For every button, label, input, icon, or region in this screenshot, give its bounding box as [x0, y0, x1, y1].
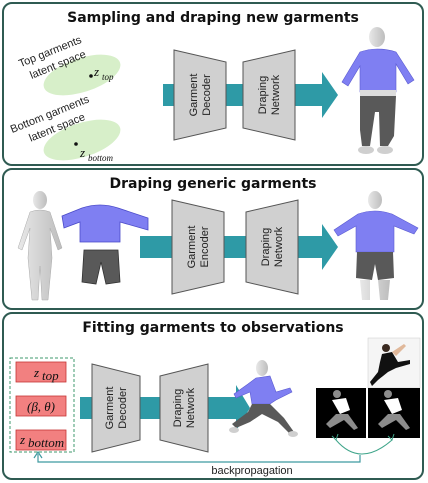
z-bottom-sub: bottom	[88, 153, 114, 163]
backprop-arrowhead	[33, 450, 43, 459]
comparison-arc	[335, 439, 393, 455]
block-label: Network	[185, 387, 197, 428]
latent-top-point	[89, 74, 93, 78]
garment-shorts	[81, 249, 121, 285]
decoder-trapezoid	[91, 363, 141, 453]
z-top-sub: top	[102, 72, 114, 82]
block-label: Garment	[104, 387, 116, 430]
backprop-arrow	[37, 454, 361, 463]
block-label: Draping	[172, 389, 184, 428]
pose-shape-var: (β, θ)	[27, 399, 55, 414]
block-label: Network	[270, 74, 282, 115]
latent-bottom-blob	[43, 119, 121, 161]
silhouette-mask-right	[368, 388, 420, 438]
latent-params-box	[9, 357, 75, 453]
z-top-box	[15, 361, 67, 383]
decoder-trapezoid	[173, 49, 227, 141]
pose-shape-box	[15, 395, 67, 417]
body-mesh	[17, 191, 63, 301]
block-label: Garment	[188, 74, 200, 117]
arc-arrowhead	[331, 433, 339, 441]
z-top-var: z	[33, 365, 39, 380]
z-bottom-var: z	[79, 145, 85, 160]
panel-title: Fitting garments to observations	[82, 320, 344, 336]
encoder-trapezoid	[171, 199, 225, 295]
panel-title: Sampling and draping new garments	[67, 10, 359, 26]
block-label: Garment	[186, 226, 198, 269]
flow-arrow	[140, 224, 338, 270]
backprop-label: backpropagation	[211, 465, 292, 477]
latent-top-blob	[43, 54, 121, 96]
block-label: Decoder	[201, 74, 213, 116]
draping-trapezoid	[242, 49, 296, 141]
fitted-avatar	[229, 360, 298, 437]
z-top-sub: top	[42, 368, 59, 383]
block-label: Network	[273, 226, 285, 267]
arc-arrowhead	[387, 433, 395, 441]
block-label: Decoder	[117, 387, 129, 429]
draped-avatar	[333, 191, 419, 300]
z-bottom-box	[15, 429, 67, 451]
panel-draping-generic: Draping generic garments	[2, 168, 424, 310]
draping-trapezoid	[245, 199, 299, 295]
observation-photo	[367, 337, 421, 389]
z-top-var: z	[93, 64, 99, 79]
z-bottom-sub: bottom	[28, 435, 64, 450]
z-bottom-var: z	[19, 432, 25, 447]
silhouette-mask-left	[316, 388, 366, 438]
draped-avatar	[341, 27, 415, 154]
garment-shirt	[61, 204, 149, 243]
block-label: Draping	[257, 76, 269, 115]
block-label: Encoder	[199, 226, 211, 267]
latent-bottom-point	[74, 142, 78, 146]
block-label: Draping	[260, 228, 272, 267]
panel-title: Draping generic garments	[109, 176, 317, 192]
draping-trapezoid	[159, 363, 209, 453]
